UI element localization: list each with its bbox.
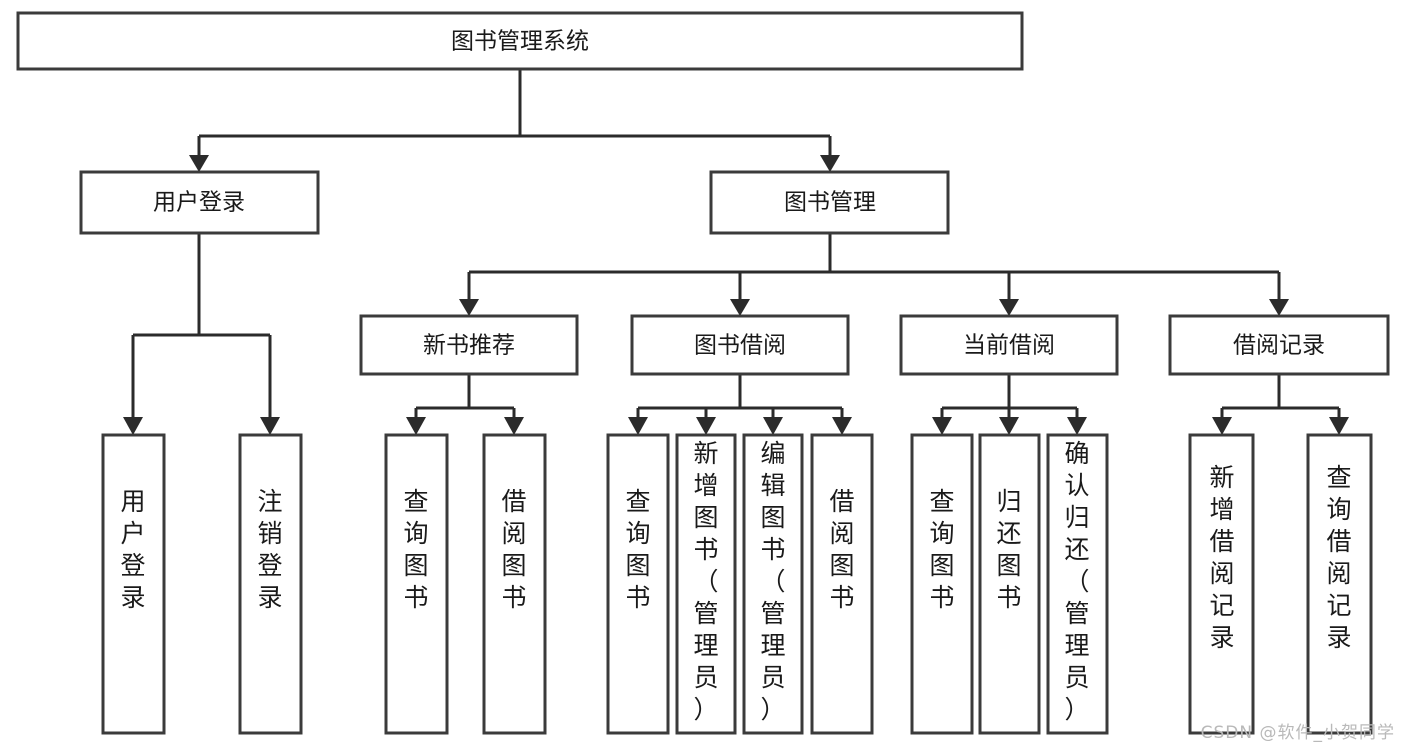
node-root[interactable]: 图书管理系统 [16,11,1024,71]
leaf-new-book-1-label: 查询图书 [403,487,428,612]
leaf-user-login-1-box[interactable] [101,433,166,735]
arrowhead-leaf-book-borrow-2 [696,417,716,435]
arrowhead-leaf-user-login-2 [260,417,280,435]
node-new-book[interactable]: 新书推荐 [359,314,579,376]
leaf-current-borrow-2[interactable]: 归还图书 [978,433,1041,735]
leaf-current-borrow-3-label: 确认归还（管理员） [1064,439,1089,724]
arrowhead-user-login [189,155,209,172]
leaf-borrow-record-2-label: 查询借阅记录 [1326,463,1351,652]
leaf-borrow-record-1[interactable]: 新增借阅记录 [1188,433,1255,735]
leaf-book-borrow-4-label: 借阅图书 [829,487,854,612]
arrowhead-leaf-book-borrow-1 [628,417,648,435]
arrowhead-leaf-current-borrow-3 [1067,417,1087,435]
leaf-current-borrow-1[interactable]: 查询图书 [910,433,974,735]
arrowhead-leaf-user-login-1 [123,417,143,435]
leaf-current-borrow-2-box[interactable] [978,433,1041,735]
node-root-label: 图书管理系统 [451,29,589,55]
leaf-book-borrow-4[interactable]: 借阅图书 [810,433,874,735]
node-book-borrow-box[interactable] [630,314,850,376]
node-user-login-box[interactable] [79,170,320,235]
leaf-borrow-record-1-label: 新增借阅记录 [1209,463,1234,652]
node-current-borrow-label: 当前借阅 [963,333,1055,359]
arrowhead-leaf-book-borrow-3 [763,417,783,435]
leaf-new-book-2-box[interactable] [482,433,547,735]
leaf-current-borrow-1-box[interactable] [910,433,974,735]
arrowhead-borrow-record [1269,299,1289,316]
leaf-borrow-record-2[interactable]: 查询借阅记录 [1306,433,1373,735]
node-borrow-record-box[interactable] [1168,314,1390,376]
leaf-user-login-2-label: 注销登录 [257,487,282,612]
leaf-current-borrow-2-label: 归还图书 [996,487,1021,612]
node-current-borrow-box[interactable] [899,314,1119,376]
leaf-book-borrow-2-label: 新增图书（管理员） [693,439,718,724]
leaf-book-borrow-2-box[interactable] [675,433,737,735]
node-book-borrow-label: 图书借阅 [694,333,786,359]
node-borrow-record-label: 借阅记录 [1233,333,1325,359]
arrowhead-leaf-new-book-2 [504,417,524,435]
leaf-new-book-1[interactable]: 查询图书 [384,433,449,735]
arrowhead-leaf-book-borrow-4 [832,417,852,435]
leaf-user-login-1[interactable]: 用户登录 [101,433,166,735]
arrowhead-leaf-current-borrow-2 [999,417,1019,435]
leaf-new-book-2-label: 借阅图书 [501,487,526,612]
node-user-login-label: 用户登录 [153,190,245,216]
leaf-user-login-2-box[interactable] [238,433,303,735]
leaf-new-book-2[interactable]: 借阅图书 [482,433,547,735]
leaf-borrow-record-2-box[interactable] [1306,433,1373,735]
leaf-book-borrow-1-label: 查询图书 [625,487,650,612]
node-new-book-label: 新书推荐 [423,333,515,359]
leaf-user-login-1-label: 用户登录 [120,487,145,612]
node-book-manage-box[interactable] [709,170,950,235]
arrowhead-book-manage [820,155,840,172]
arrowhead-new-book [459,299,479,316]
leaf-book-borrow-1-box[interactable] [606,433,670,735]
arrowhead-book-borrow [730,299,750,316]
leaf-book-borrow-3-label: 编辑图书（管理员） [760,439,785,724]
node-book-manage[interactable]: 图书管理 [709,170,950,235]
leaf-book-borrow-4-box[interactable] [810,433,874,735]
node-current-borrow[interactable]: 当前借阅 [899,314,1119,376]
node-new-book-box[interactable] [359,314,579,376]
leaf-user-login-2[interactable]: 注销登录 [238,433,303,735]
leaf-borrow-record-1-box[interactable] [1188,433,1255,735]
leaf-book-borrow-3-box[interactable] [742,433,804,735]
leaf-current-borrow-3[interactable]: 确认归还（管理员） [1046,433,1109,735]
arrowhead-current-borrow [999,299,1019,316]
leaf-book-borrow-2[interactable]: 新增图书（管理员） [675,433,737,735]
arrowhead-leaf-new-book-1 [406,417,426,435]
node-root-box[interactable] [16,11,1024,71]
arrowhead-leaf-current-borrow-1 [932,417,952,435]
connector-layer [123,69,1349,435]
arrowhead-leaf-borrow-record-2 [1329,417,1349,435]
leaf-book-borrow-1[interactable]: 查询图书 [606,433,670,735]
arrowhead-leaf-borrow-record-1 [1212,417,1232,435]
leaf-new-book-1-box[interactable] [384,433,449,735]
leaf-current-borrow-3-box[interactable] [1046,433,1109,735]
node-borrow-record[interactable]: 借阅记录 [1168,314,1390,376]
node-book-borrow[interactable]: 图书借阅 [630,314,850,376]
leaf-current-borrow-1-label: 查询图书 [929,487,954,612]
node-user-login[interactable]: 用户登录 [79,170,320,235]
node-book-manage-label: 图书管理 [784,190,876,216]
leaf-book-borrow-3[interactable]: 编辑图书（管理员） [742,433,804,735]
